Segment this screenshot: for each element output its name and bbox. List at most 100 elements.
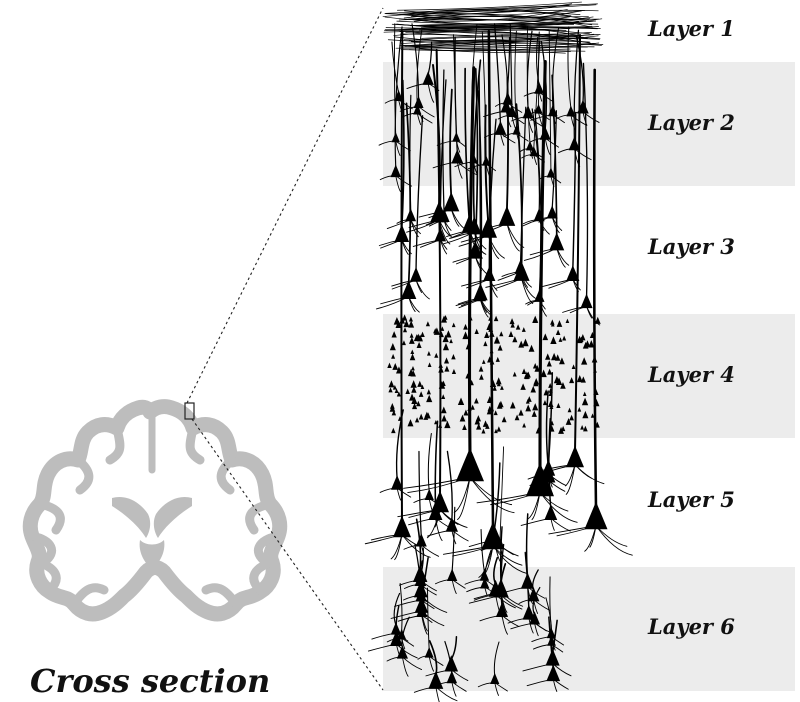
neuron-soma [427, 362, 432, 367]
basal-dendrite [439, 239, 448, 255]
basal-dendrite [506, 222, 520, 252]
neuron-soma [545, 353, 551, 360]
basal-dendrite [469, 476, 515, 514]
neuron-soma [391, 132, 400, 143]
neuron-soma [410, 380, 417, 388]
neuron-soma [399, 316, 406, 324]
neuron-soma [418, 391, 424, 397]
neuron-soma [548, 383, 553, 388]
neuron-soma [500, 99, 512, 113]
neuron-soma [465, 343, 471, 350]
zoom-box [184, 402, 195, 420]
neuron-soma [446, 670, 458, 684]
neuron-soma [512, 124, 521, 135]
neuron-soma [451, 368, 457, 375]
neuron-soma [396, 391, 401, 397]
neuron-soma [528, 344, 535, 352]
neuron-soma [444, 365, 450, 372]
neuron-soma [479, 374, 484, 380]
neuron-soma [388, 387, 393, 393]
neuron-soma [525, 404, 532, 412]
neuron-soma [493, 410, 498, 416]
neuron-soma [415, 588, 427, 602]
neuron-soma [546, 360, 552, 367]
apical-dendrite [493, 462, 501, 532]
neuron-soma [424, 488, 434, 500]
neuron-soma [580, 376, 586, 383]
neuron-soma [396, 645, 409, 659]
basal-dendrite [506, 222, 525, 248]
layer-2-label: Layer 2 [647, 110, 735, 135]
neuron-soma [496, 426, 502, 432]
neuron-soma [593, 368, 597, 373]
fiber [421, 34, 581, 39]
neuron-soma [513, 261, 530, 281]
apical-dendrite [467, 66, 476, 458]
neuron-soma [452, 131, 461, 142]
apical-dendrite [540, 40, 548, 131]
basal-dendrite [551, 216, 560, 234]
neuron-soma [425, 321, 430, 327]
basal-dendrite [574, 464, 605, 485]
apical-dendrite [493, 641, 500, 677]
basal-dendrite [501, 614, 508, 635]
neuron-soma [434, 227, 447, 242]
fiber [397, 1, 582, 11]
neuron-soma [501, 416, 507, 423]
apical-dendrite [515, 103, 523, 268]
neuron-soma [522, 422, 527, 428]
neuron-soma [499, 331, 504, 337]
neuron-soma [542, 333, 549, 341]
neuron-soma [474, 417, 481, 425]
basal-dendrite [488, 278, 498, 298]
neuron-soma [582, 391, 587, 396]
apical-dendrite [395, 409, 404, 480]
neuron-cell-bodies [387, 71, 608, 689]
neuron-soma [559, 357, 565, 365]
neuron-soma [512, 371, 517, 377]
neuron-soma [549, 426, 555, 432]
apical-dendrite [531, 108, 541, 212]
neuron-soma [591, 355, 598, 363]
apical-dendrite [399, 583, 403, 632]
neuron-soma [423, 414, 429, 420]
neuron-soma [411, 365, 415, 371]
neuron-soma [403, 319, 410, 328]
apical-dendrite [526, 30, 533, 110]
neuron-soma [556, 320, 563, 327]
neuron-soma [569, 377, 575, 384]
neuron-soma [434, 419, 438, 425]
neuron-soma [520, 572, 535, 589]
basal-dendrite [451, 681, 457, 697]
fiber [415, 9, 599, 20]
neuron-soma [495, 377, 502, 385]
neuron-soma [451, 354, 456, 360]
neuron-soma [393, 515, 411, 538]
layer-1-label: Layer 1 [647, 16, 735, 41]
neuron-soma [580, 293, 593, 309]
fiber [412, 24, 575, 27]
neuron-soma [469, 153, 478, 164]
neuron-soma [441, 380, 446, 386]
neuron-soma [428, 671, 444, 689]
neuron-soma [506, 104, 518, 117]
neuron-soma [546, 167, 556, 178]
basal-dendrite [487, 234, 505, 259]
basal-dendrite [584, 525, 597, 552]
neuron-soma [542, 466, 556, 483]
apical-dendrite [434, 420, 439, 509]
neuron-soma [577, 407, 582, 412]
apical-dendrite [538, 60, 547, 473]
neuron-soma [409, 333, 414, 338]
neuron-soma [411, 402, 418, 410]
neuron-soma [443, 191, 460, 212]
neuron-soma [520, 383, 526, 390]
neuron-soma [408, 337, 415, 344]
basal-dendrite [479, 299, 489, 318]
neuron-soma [442, 342, 450, 351]
basal-dendrite [538, 111, 543, 126]
apical-dendrite [500, 543, 505, 607]
neuron-soma [580, 425, 585, 430]
brain-gyri-left [27, 423, 125, 609]
